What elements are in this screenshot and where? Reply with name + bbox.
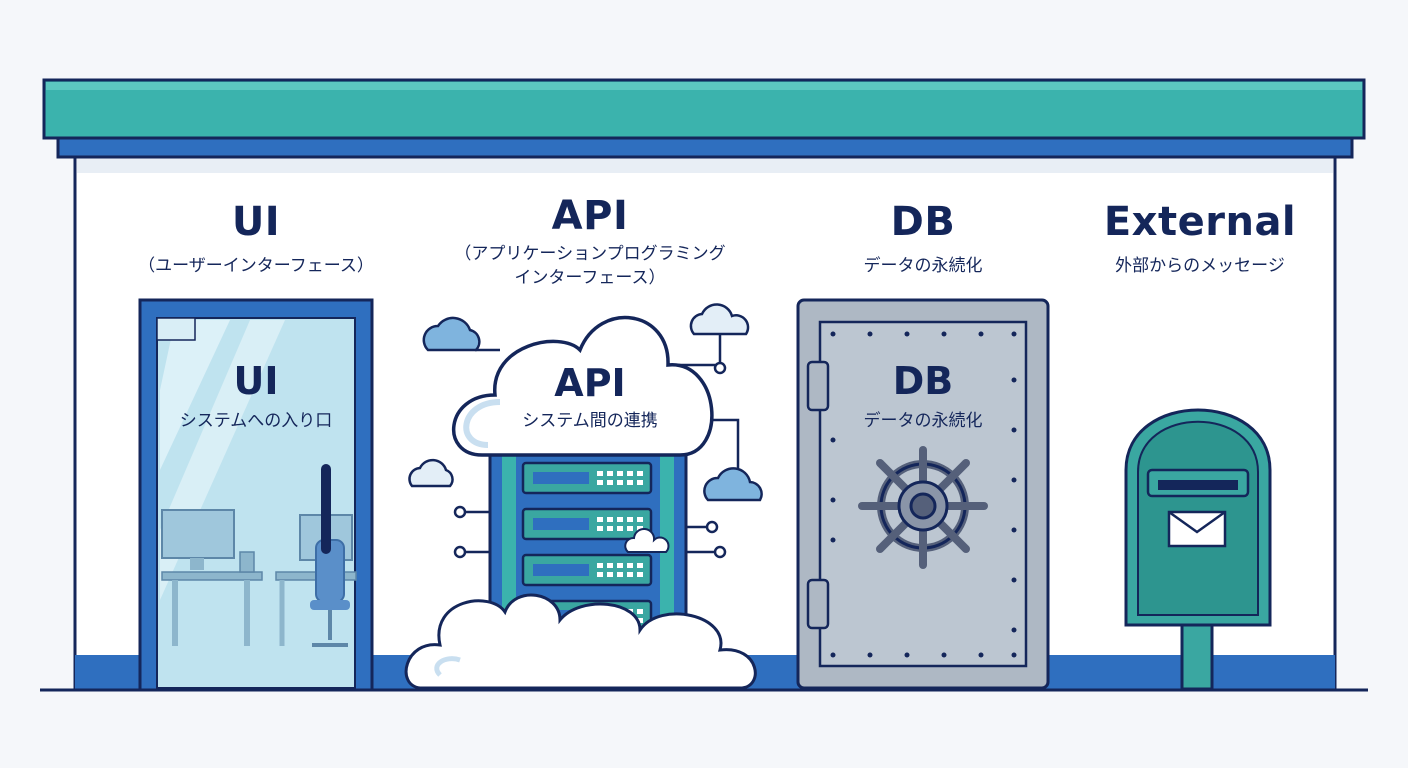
roof bbox=[42, 78, 1366, 159]
external-subtitle: 外部からのメッセージ bbox=[1115, 256, 1285, 276]
db-vault-subtitle: データの永続化 bbox=[863, 411, 983, 431]
cloud-icon bbox=[408, 303, 763, 553]
api-cloud-title: API bbox=[554, 361, 626, 405]
db-vault-title: DB bbox=[892, 359, 954, 403]
external-title: External bbox=[1103, 199, 1297, 245]
base-cloud-icon bbox=[404, 593, 757, 690]
network-connectors bbox=[453, 330, 740, 559]
api-cloud-icon bbox=[451, 315, 714, 457]
api-cloud-subtitle: システム間の連携 bbox=[522, 411, 658, 431]
ui-title: UI bbox=[231, 199, 281, 245]
api-title: API bbox=[551, 193, 629, 239]
ui-door-title: UI bbox=[233, 359, 279, 403]
ui-door-subtitle: システムへの入り口 bbox=[179, 411, 333, 431]
db-title: DB bbox=[890, 199, 956, 245]
db-subtitle: データの永続化 bbox=[863, 256, 983, 276]
vault-wheel-icon bbox=[858, 446, 988, 569]
glass-door-icon bbox=[138, 298, 374, 692]
ui-subtitle: （ユーザーインターフェース） bbox=[138, 256, 374, 276]
api-subtitle-line1: （アプリケーションプログラミング bbox=[454, 244, 726, 264]
mailbox-icon bbox=[1124, 408, 1272, 691]
api-subtitle-line2: インターフェース） bbox=[514, 268, 666, 288]
envelope-icon bbox=[1167, 510, 1227, 548]
